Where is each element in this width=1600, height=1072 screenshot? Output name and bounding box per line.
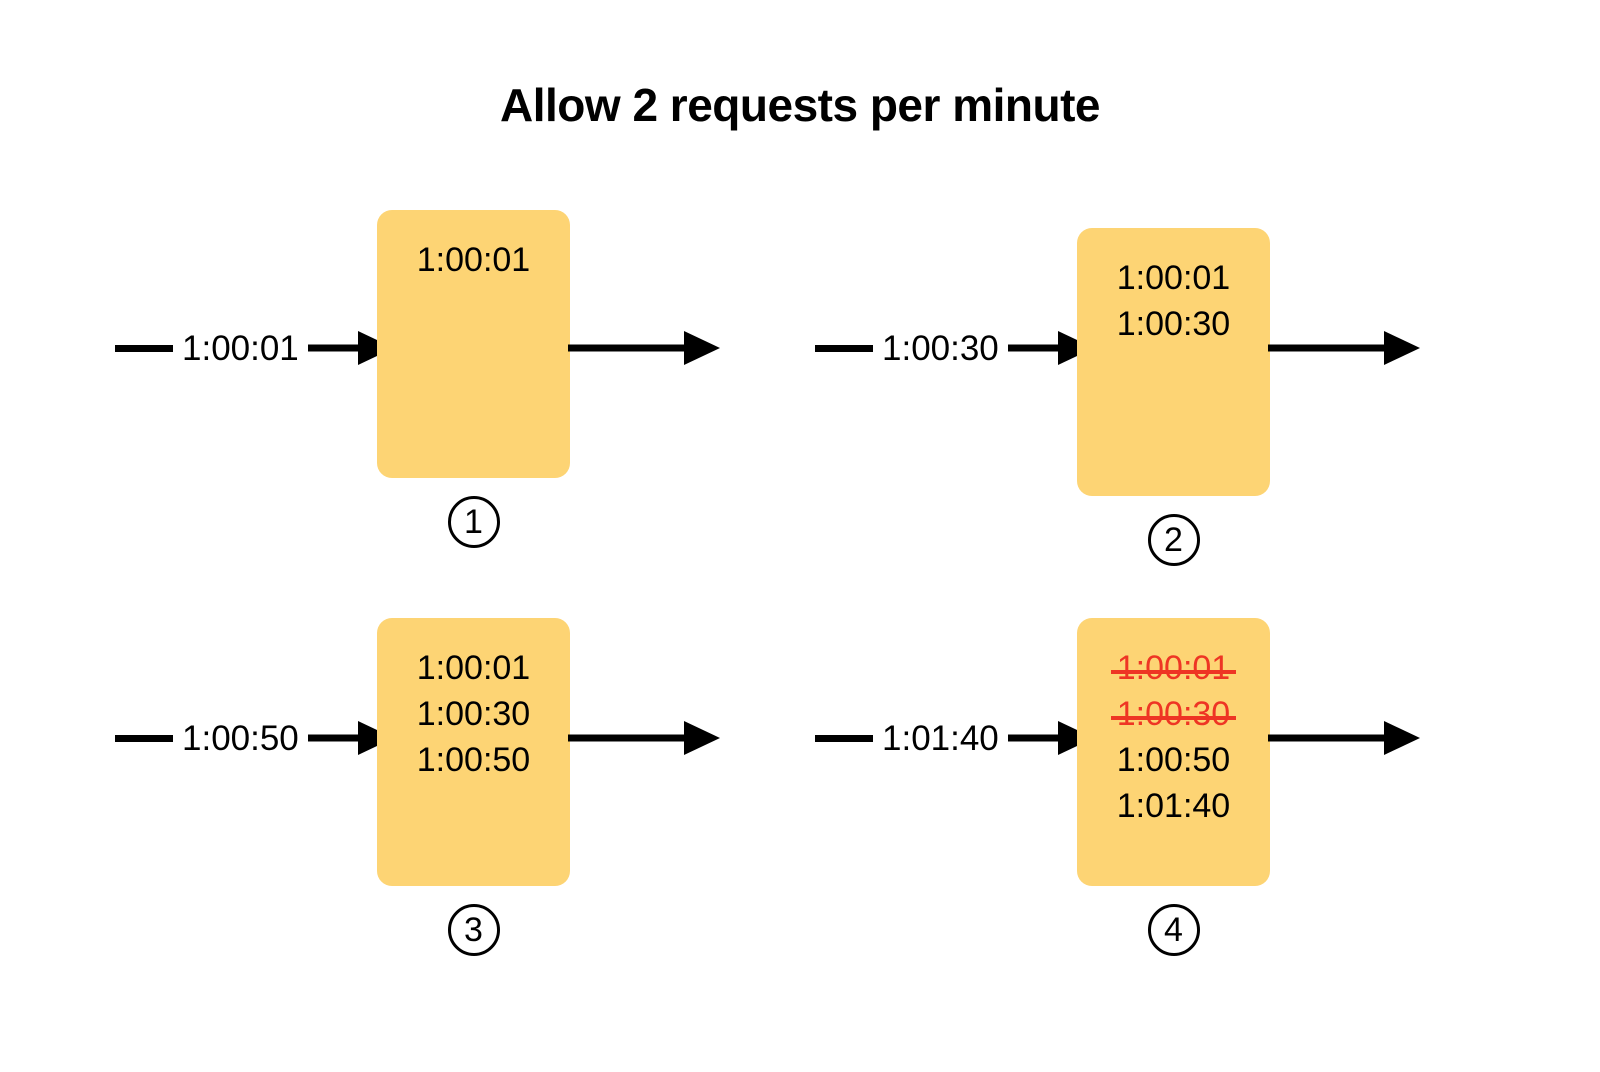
arrow-right-icon — [307, 721, 394, 755]
incoming-request-1: 1:00:01 — [115, 318, 394, 378]
line-segment — [815, 734, 873, 742]
request-log-bucket-1: 1:00:01 — [377, 210, 570, 478]
step-number-1: 1 — [447, 496, 500, 548]
outgoing-response-4 — [1268, 708, 1420, 768]
step-number-3: 3 — [447, 904, 500, 956]
step-number-2: 2 — [1147, 514, 1200, 566]
incoming-request-2: 1:00:30 — [815, 318, 1094, 378]
log-entry: 1:00:01 — [416, 649, 531, 687]
rate-limit-step-3: 1:00:50 1:00:01 1:00:30 1:00:50 3 — [60, 580, 760, 1000]
rate-limit-step-1: 1:00:01 1:00:01 1 — [60, 190, 760, 610]
outgoing-response-1 — [568, 318, 720, 378]
log-entry: 1:00:30 — [1116, 304, 1231, 343]
log-entry: 1:00:01 — [416, 241, 531, 279]
outgoing-response-3 — [568, 708, 720, 768]
line-segment — [115, 344, 173, 352]
arrow-right-icon — [568, 331, 720, 365]
request-log-bucket-2: 1:00:01 1:00:30 — [1077, 228, 1270, 496]
step-marker: 2 — [1077, 508, 1270, 566]
line-segment — [815, 344, 873, 352]
line-segment — [115, 734, 173, 742]
expired-log-entry: 1:00:01 — [1110, 646, 1237, 692]
log-entry: 1:00:50 — [1116, 740, 1231, 779]
incoming-request-4: 1:01:40 — [815, 708, 1094, 768]
arrow-right-icon — [1007, 721, 1094, 755]
incoming-request-timestamp: 1:01:40 — [882, 718, 999, 758]
arrow-right-icon — [568, 721, 720, 755]
log-entry: 1:01:40 — [1116, 786, 1231, 825]
step-marker: 4 — [1077, 898, 1270, 956]
arrow-right-icon — [1268, 721, 1420, 755]
expired-log-entry: 1:00:30 — [1110, 692, 1237, 738]
step-number-4: 4 — [1147, 904, 1200, 956]
rate-limit-step-2: 1:00:30 1:00:01 1:00:30 2 — [760, 190, 1460, 610]
log-entry: 1:00:30 — [416, 694, 531, 733]
outgoing-response-2 — [1268, 318, 1420, 378]
arrow-right-icon — [1007, 331, 1094, 365]
log-entry: 1:00:01 — [1116, 259, 1231, 297]
incoming-request-timestamp: 1:00:30 — [882, 328, 999, 368]
request-log-bucket-3: 1:00:01 1:00:30 1:00:50 — [377, 618, 570, 886]
page-title: Allow 2 requests per minute — [500, 79, 1100, 131]
step-marker: 3 — [377, 898, 570, 956]
incoming-request-timestamp: 1:00:50 — [182, 718, 299, 758]
arrow-right-icon — [307, 331, 394, 365]
incoming-request-3: 1:00:50 — [115, 708, 394, 768]
incoming-request-timestamp: 1:00:01 — [182, 328, 299, 368]
log-entry: 1:00:50 — [416, 740, 531, 779]
step-marker: 1 — [377, 490, 570, 548]
arrow-right-icon — [1268, 331, 1420, 365]
